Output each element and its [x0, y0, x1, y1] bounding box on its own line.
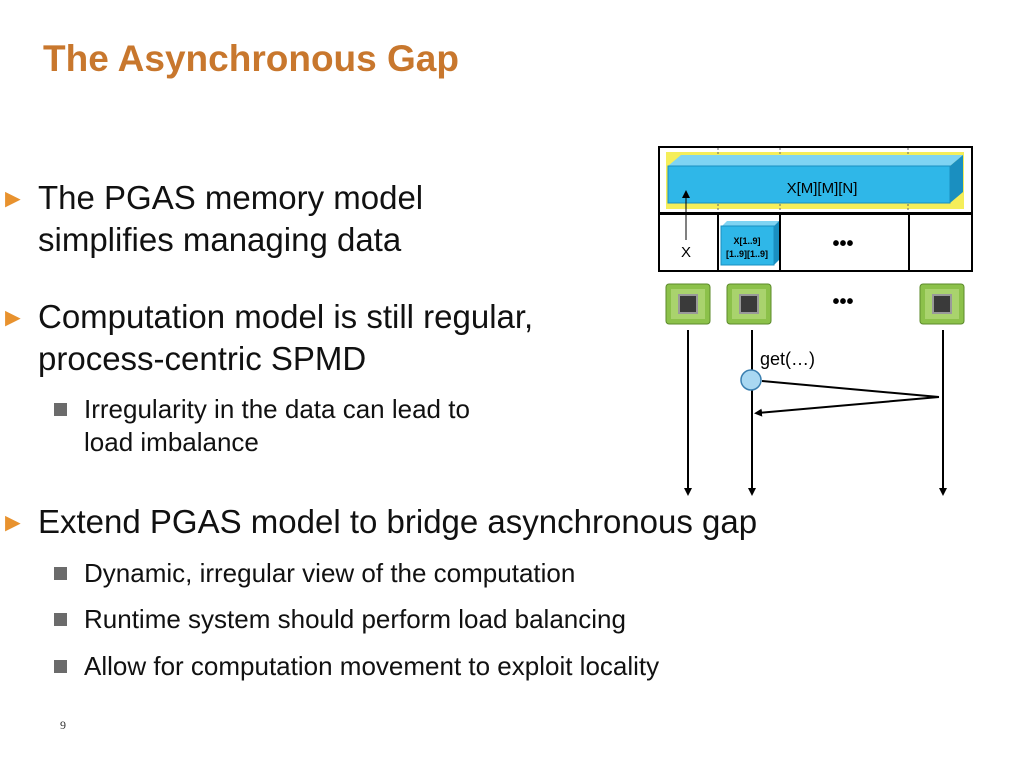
bullet-arrow-icon: ►	[0, 302, 26, 332]
get-reply-arrow	[754, 396, 940, 417]
bullet-line: Computation model is still regular,	[38, 298, 534, 335]
local-storage-row: X X[1..9] [1..9][1..9] •••	[658, 213, 973, 272]
bullet-line: Extend PGAS model to bridge asynchronous…	[38, 503, 758, 540]
square-bullet-icon	[54, 613, 67, 626]
processor-chip-icon-1	[665, 283, 711, 325]
get-origin-node	[740, 369, 762, 391]
slide-title: The Asynchronous Gap	[43, 38, 459, 79]
bullet-line: process-centric SPMD	[38, 340, 367, 377]
processor-chip-icon-3	[919, 283, 965, 325]
local-block-label-2: [1..9][1..9]	[726, 249, 768, 259]
square-bullet-icon	[54, 403, 67, 416]
get-call-label: get(…)	[760, 349, 815, 369]
sub-bullet-line: Allow for computation movement to exploi…	[84, 651, 660, 681]
local-block-label-1: X[1..9]	[733, 236, 760, 246]
square-bullet-icon	[54, 660, 67, 673]
bullet-arrow-icon: ►	[0, 183, 26, 213]
processor-chip-icon-2	[726, 283, 772, 325]
bullet-line: simplifies managing data	[38, 221, 402, 258]
ellipsis-mid: •••	[832, 291, 853, 313]
sub-bullet-line: Dynamic, irregular view of the computati…	[84, 558, 576, 588]
get-request-line	[761, 380, 940, 398]
global-array-label: X[M][M][N]	[787, 180, 858, 197]
ellipsis-top: •••	[832, 233, 853, 255]
sub-bullet-line: load imbalance	[84, 427, 259, 457]
bullet-line: The PGAS memory model	[38, 179, 424, 216]
local-x-label: X	[681, 244, 691, 261]
bullet-arrow-icon: ►	[0, 507, 26, 537]
square-bullet-icon	[54, 567, 67, 580]
page-number: 9	[60, 718, 66, 732]
sub-bullet-line: Irregularity in the data can lead to	[84, 394, 470, 424]
global-array-panel: X[M][M][N]	[658, 146, 973, 214]
sub-bullet-line: Runtime system should perform load balan…	[84, 604, 626, 634]
